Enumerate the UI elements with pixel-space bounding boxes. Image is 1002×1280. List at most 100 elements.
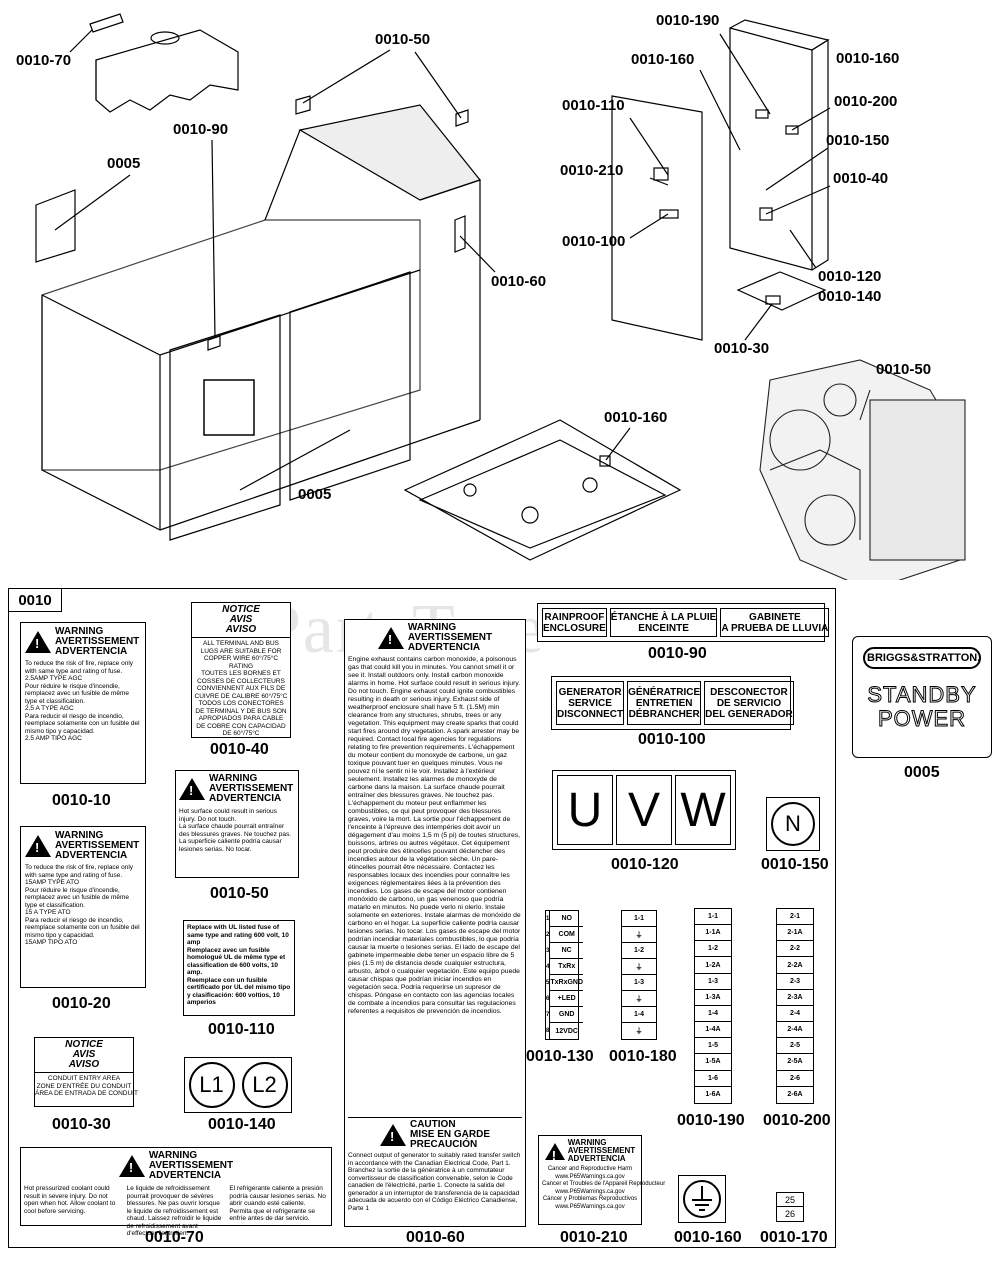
label-0010-110: 0010-110 (208, 1021, 275, 1038)
rainproof-cell-fr: ÉTANCHE À LA PLUIE ENCEINTE (609, 608, 718, 637)
label-0010-70: 0010-70 (145, 1229, 204, 1246)
label-0010-170: 0010-170 (760, 1229, 828, 1246)
terminal-label: GND (550, 1007, 584, 1023)
label-0010-50: 0010-50 (210, 885, 269, 902)
decal-0010-100: GENERATOR SERVICE DISCONNECT GÉNÉRATRICE… (551, 676, 794, 730)
decal-0010-10: WARNING AVERTISSEMENT ADVERTENCIA To red… (20, 622, 146, 784)
terminal-label: 1-3 (695, 974, 731, 990)
terminal-label: TxRxGND (550, 975, 584, 991)
terminal-label: 2-6A (787, 1091, 803, 1099)
label-0010-20: 0010-20 (52, 995, 111, 1012)
standby-wordmark: STANDBY (867, 682, 977, 707)
label-0010-10: 0010-10 (52, 792, 111, 809)
decal-text-fr: Le liquide de refroidissement pourrait p… (126, 1185, 222, 1237)
l1-terminal-marker: L1 (188, 1062, 235, 1108)
decal-0010-110: Replace with UL listed fuse of same type… (183, 920, 295, 1016)
terminal-label: 2-4 (777, 1006, 813, 1023)
phase-v-marker: V (616, 775, 672, 845)
label-0005: 0005 (904, 764, 940, 781)
decal-0010-160 (678, 1175, 726, 1223)
terminal-label: 1-2 (622, 943, 656, 959)
decal-0010-90: RAINPROOF ENCLOSURE ÉTANCHE À LA PLUIE E… (537, 603, 830, 642)
terminal-label: NC (550, 943, 584, 959)
label-0010-90: 0010-90 (648, 645, 707, 662)
decal-0010-210: WARNING AVERTISSEMENT ADVERTENCIA Cancer… (538, 1135, 666, 1225)
callout-0010-60: 0010-60 (491, 273, 547, 290)
decal-0010-50: WARNING AVERTISSEMENT ADVERTENCIA Hot su… (175, 770, 299, 878)
label-0010-60: 0010-60 (406, 1229, 465, 1246)
terminal-label: ⏚ (622, 959, 656, 975)
callout-0010-100: 0010-100 (562, 233, 626, 250)
l2-terminal-marker: L2 (241, 1062, 288, 1108)
terminal-number: 8 (546, 1028, 550, 1034)
disconnect-cell-es: DESCONECTOR DE SERVICIO DEL GENERADOR (704, 681, 794, 725)
label-0010-160: 0010-160 (674, 1229, 742, 1246)
terminal-label: 1-2A (695, 957, 731, 974)
decal-70-marker (89, 13, 124, 33)
callout-0010-160-c: 0010-160 (604, 409, 668, 426)
exploded-assembly-drawing (35, 13, 966, 580)
terminal-number: 7 (546, 1012, 550, 1018)
terminal-label: NO (550, 911, 584, 927)
callout-0010-110: 0010-110 (562, 97, 625, 114)
warning-header: WARNING AVERTISSEMENT ADVERTENCIA (148, 1150, 234, 1181)
caution-text: Connect output of generator to suitably … (348, 1152, 521, 1212)
terminal-label: 2-1A (777, 925, 813, 942)
label-0010-210: 0010-210 (560, 1229, 628, 1246)
terminal-label: ⏚ (622, 927, 656, 943)
decal-0010-150: N (766, 797, 820, 851)
caution-triangle-icon (379, 1124, 406, 1146)
decal-text: Hot surface could result in serious inju… (179, 808, 292, 853)
ground-icon (683, 1180, 721, 1218)
terminal-label: 2-2A (777, 957, 813, 974)
callout-0005-b: 0005 (298, 486, 332, 503)
decal-0010-20: WARNING AVERTISSEMENT ADVERTENCIA To red… (20, 826, 146, 988)
decal-text: Cancer and Reproductive Harm www.P65Warn… (542, 1166, 666, 1210)
terminal-label: 2-4A (777, 1022, 813, 1039)
label-0010-190: 0010-190 (677, 1112, 745, 1129)
terminal-label: 12VDC (555, 1027, 578, 1035)
decal-0010-60: WARNING AVERTISSEMENT ADVERTENCIA Engine… (344, 619, 526, 1227)
terminal-number: 5 (546, 980, 550, 986)
decal-text: Replace with UL listed fuse of same type… (187, 924, 291, 1006)
terminal-number: 3 (546, 948, 550, 954)
label-0010-140: 0010-140 (208, 1116, 276, 1133)
decal-text-en: Hot pressurized coolant could result in … (24, 1185, 116, 1215)
terminal-label: 1-4 (622, 1007, 656, 1023)
warning-triangle-icon (118, 1155, 145, 1177)
label-0010-120: 0010-120 (611, 856, 679, 873)
label-0010-200: 0010-200 (763, 1112, 831, 1129)
terminal-label: 2-2 (777, 941, 813, 958)
terminal-label: 1-3A (695, 990, 731, 1006)
terminal-label: 1-4 (695, 1006, 731, 1023)
callout-0010-40: 0010-40 (833, 170, 889, 187)
decal-0010-180: 1-1⏚1-2⏚1-3⏚1-4⏚ (621, 910, 657, 1040)
terminal-label: 2-3A (777, 990, 813, 1006)
terminal-number: 6 (546, 996, 550, 1002)
callout-0010-150: 0010-150 (826, 132, 890, 149)
terminal-label: 1-1 (622, 911, 656, 927)
terminal-label: 1-1 (695, 909, 731, 926)
neutral-marker: N (771, 802, 815, 846)
notice-header: NOTICE AVIS AVISO (35, 1038, 133, 1073)
callout-0010-70: 0010-70 (16, 52, 72, 69)
terminal-label: 26 (784, 1209, 795, 1219)
terminal-label: 2-5A (777, 1054, 813, 1071)
callout-0010-160-b: 0010-160 (836, 50, 900, 67)
decal-0010-30: NOTICE AVIS AVISO CONDUIT ENTRY AREA ZON… (34, 1037, 138, 1107)
disconnect-cell-en: GENERATOR SERVICE DISCONNECT (556, 681, 625, 725)
decal-0005-standby-power: BRIGGS&STRATTON. STANDBY POWER (852, 636, 992, 758)
warning-triangle-icon (377, 627, 404, 649)
terminal-label: +LED (550, 991, 584, 1007)
caution-header: CAUTION MISE EN GARDE PRECAUCIÓN (409, 1119, 490, 1150)
disconnect-cell-fr: GÉNÉRATRICE ENTRETIEN DÉBRANCHER (627, 681, 702, 725)
decal-text: ALL TERMINAL AND BUS LUGS ARE SUITABLE F… (194, 640, 288, 737)
callout-0010-50-engine: 0010-50 (876, 361, 932, 378)
decal-text: To reduce the risk of fire, replace only… (25, 660, 140, 742)
label-0010-30: 0010-30 (52, 1116, 111, 1133)
warning-triangle-icon (544, 1142, 565, 1163)
power-wordmark: POWER (877, 706, 967, 731)
